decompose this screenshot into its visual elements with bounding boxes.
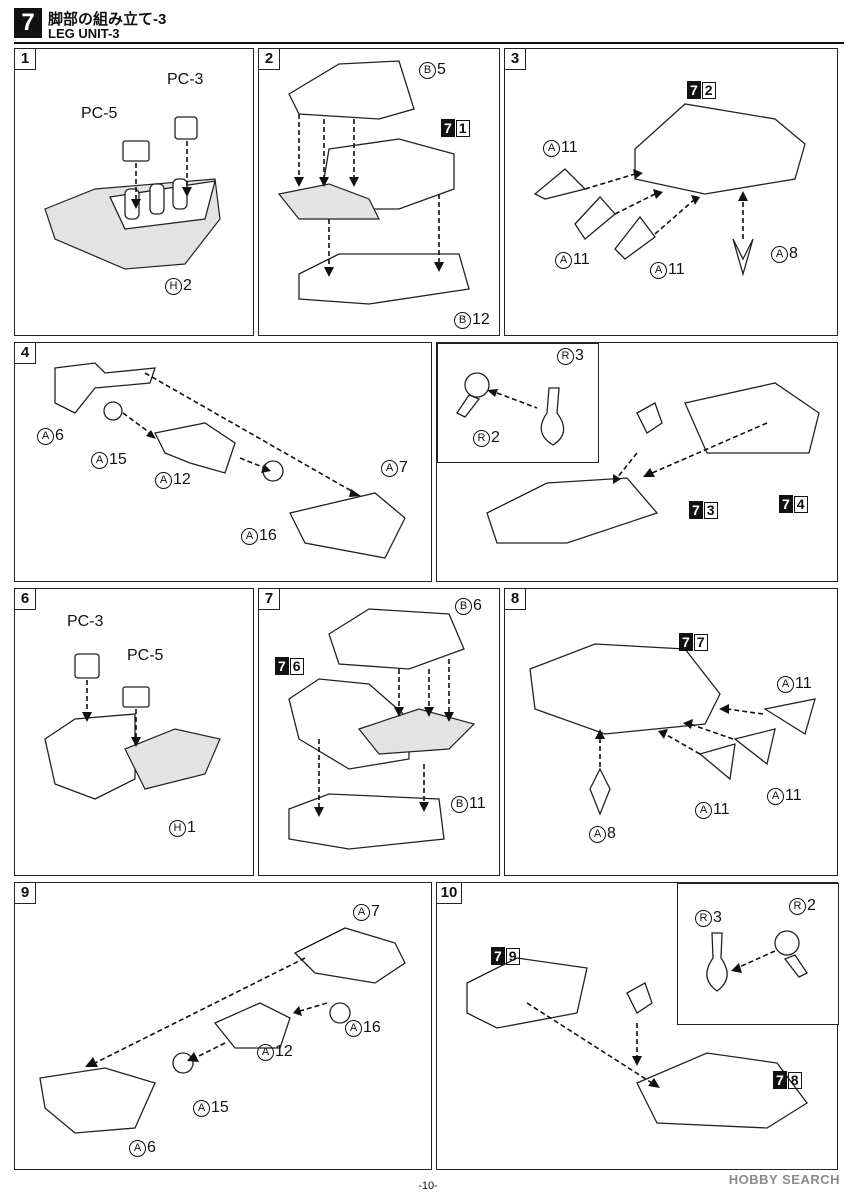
panel-5-illustration xyxy=(456,372,820,544)
panel-10-illustration xyxy=(466,930,808,1129)
pc5-label: PC-5 xyxy=(127,647,164,664)
step-title-en: LEG UNIT-3 xyxy=(48,26,120,41)
step-header: 7 脚部の組み立て-3 LEG UNIT-3 xyxy=(14,8,844,44)
watermark: HOBBY SEARCH xyxy=(728,1172,840,1187)
panel-7-illustration xyxy=(288,608,476,850)
panel-2-illustration xyxy=(277,60,470,305)
panel-number: 7 xyxy=(258,588,280,610)
panel-5: 5 R3 R2 73 74 xyxy=(436,342,838,582)
pc3-label: PC-3 xyxy=(67,613,104,630)
panel-number: 3 xyxy=(504,48,526,70)
step-number-badge: 7 xyxy=(14,8,42,38)
panel-number: 10 xyxy=(436,882,462,904)
panel-number: 4 xyxy=(14,342,36,364)
pc5-label: PC-5 xyxy=(81,105,118,122)
panel-4-illustration xyxy=(54,362,406,559)
header-rule xyxy=(14,42,844,44)
panel-number: 1 xyxy=(14,48,36,70)
panel-number: 9 xyxy=(14,882,36,904)
panel-3-illustration xyxy=(533,103,806,277)
panel-9-illustration xyxy=(39,927,406,1134)
panel-6-illustration xyxy=(44,653,221,800)
detail-inset xyxy=(677,883,839,1025)
pc3-label: PC-3 xyxy=(167,71,204,88)
step-title-jp: 脚部の組み立て-3 xyxy=(48,11,167,28)
panel-number: 6 xyxy=(14,588,36,610)
panel-1-illustration xyxy=(44,116,221,270)
panel-8-illustration xyxy=(529,643,816,816)
page-number: -10- xyxy=(418,1180,438,1192)
panel-number: 2 xyxy=(258,48,280,70)
panel-number: 8 xyxy=(504,588,526,610)
